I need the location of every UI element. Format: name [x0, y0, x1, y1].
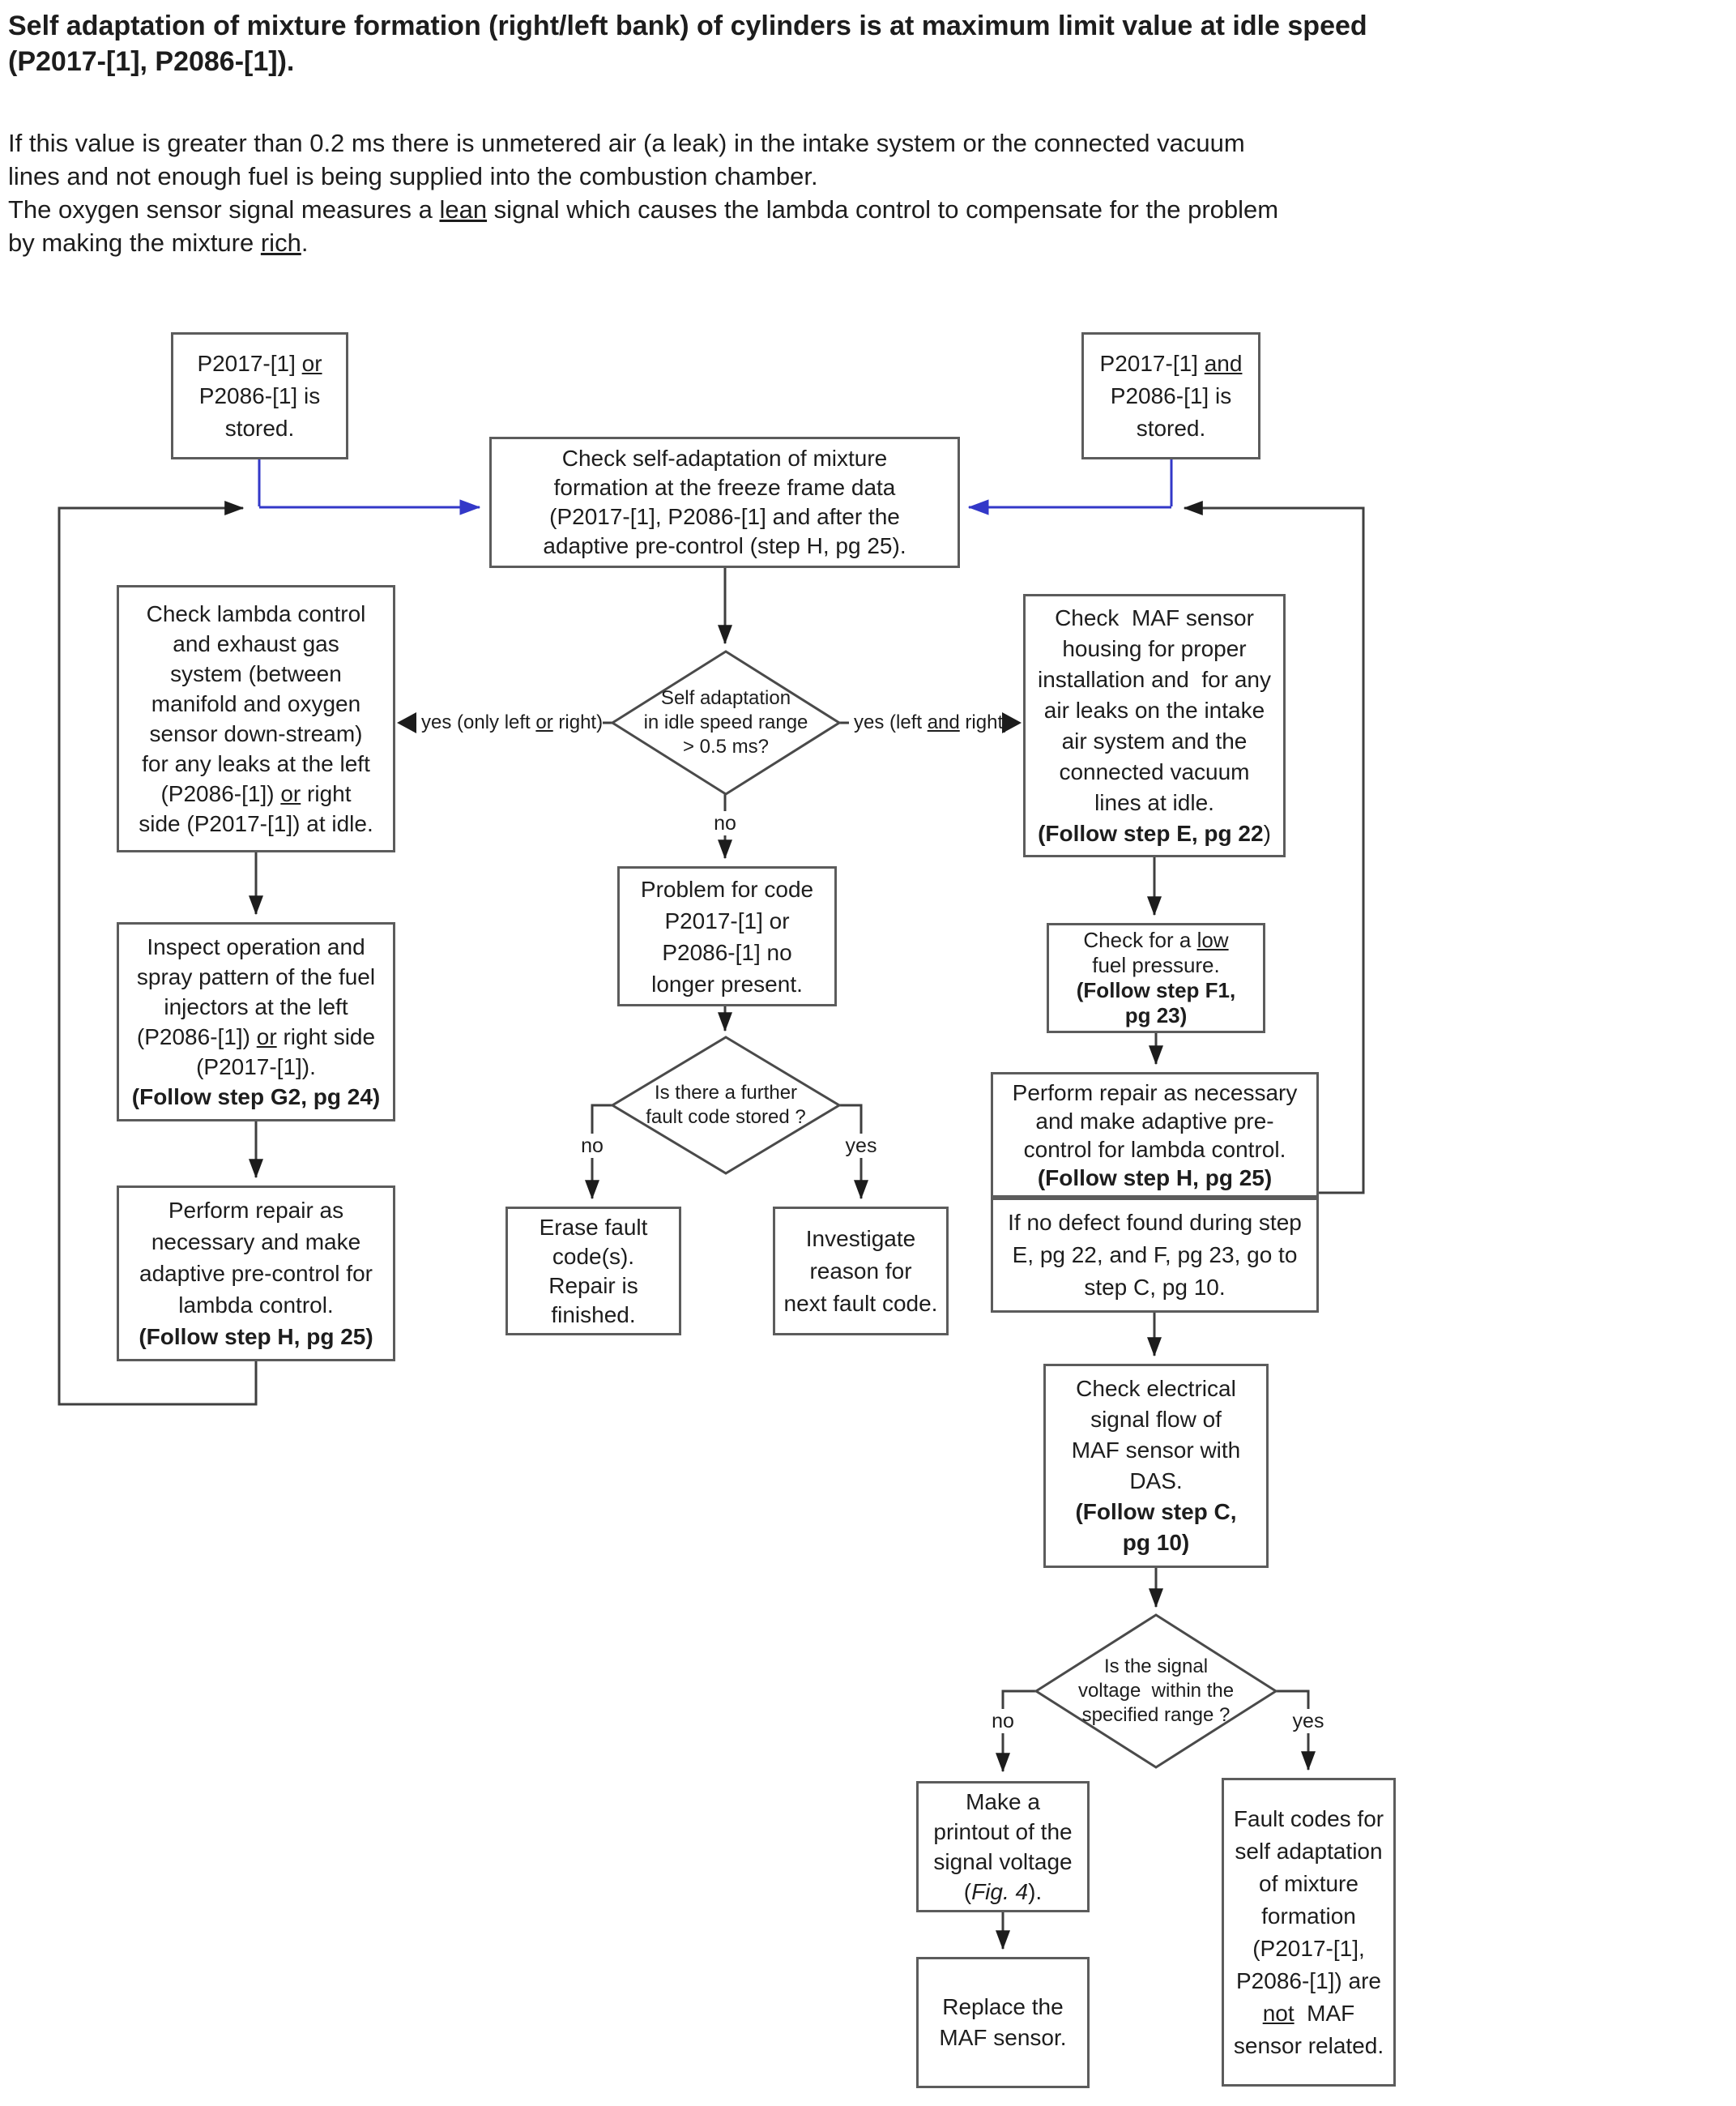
label-no-idle: no	[708, 811, 742, 835]
label-yes-only-left-or-right: yes (only left or right)	[421, 711, 604, 733]
arrow-left-icon	[397, 712, 416, 733]
label-no-voltage: no	[986, 1709, 1020, 1733]
loop-right-line	[1183, 501, 1365, 1194]
diamond2-yes-line	[839, 1104, 868, 1200]
diamond3-no-line	[996, 1689, 1036, 1773]
diamond-signal-voltage-shape	[1034, 1613, 1278, 1769]
diamond2-no-line	[585, 1104, 612, 1200]
loop-left-line	[58, 501, 258, 1406]
label-no-further: no	[575, 1134, 609, 1158]
diamond3-yes-line	[1276, 1689, 1316, 1771]
page-title: Self adaptation of mixture formation (ri…	[8, 11, 1367, 77]
diamond-further-fault-shape	[610, 1036, 842, 1175]
label-yes-left-and-right: yes (left and right)	[854, 711, 1010, 733]
intro-paragraph: If this value is greater than 0.2 ms the…	[8, 129, 1279, 257]
diamond-idle-speed-shape	[610, 650, 842, 796]
label-yes-voltage: yes	[1286, 1709, 1330, 1733]
arrow-right-icon	[1002, 712, 1022, 733]
label-yes-further: yes	[839, 1134, 883, 1158]
